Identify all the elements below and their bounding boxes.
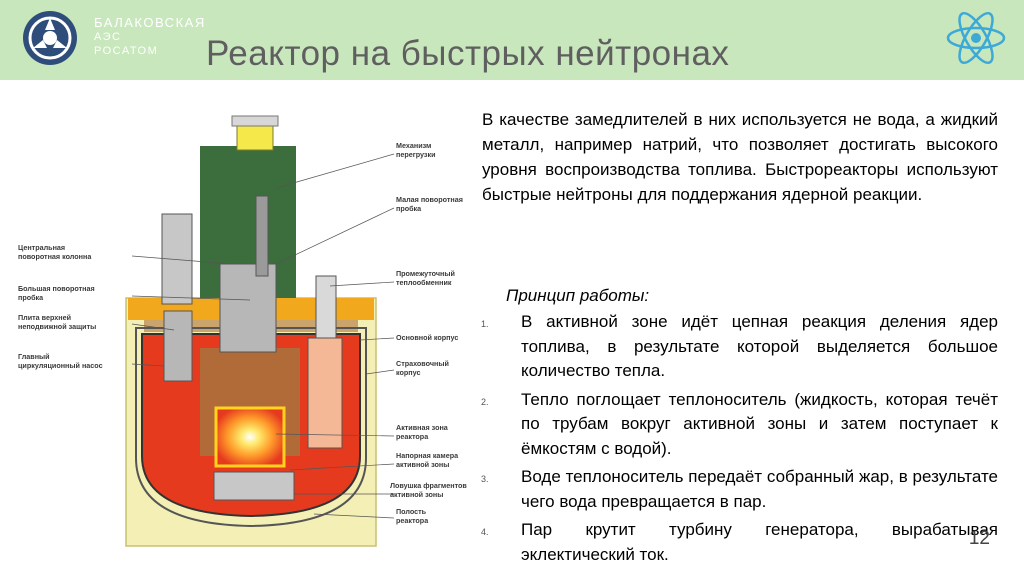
logo-line-2: АЭС	[94, 31, 122, 43]
list-text: Воде теплоноситель передаёт собранный жа…	[521, 467, 998, 511]
list-text: Тепло поглощает теплоноситель (жидкость,…	[521, 389, 998, 458]
list-number: 1.	[481, 319, 489, 329]
logo-line-3: РОСАТОМ	[94, 45, 159, 57]
list-item: 1. В активной зоне идёт цепная реакция де…	[478, 310, 998, 384]
logo-text: БАЛАКОВСКАЯ АЭС РОСАТОМ	[94, 16, 206, 58]
page-number: 12	[968, 528, 990, 549]
list-number: 3.	[481, 474, 489, 484]
steps-list: 1. В активной зоне идёт цепная реакция де…	[478, 310, 998, 571]
list-number: 2.	[481, 396, 489, 407]
central-column	[219, 263, 277, 353]
header-bar: БАЛАКОВСКАЯ АЭС РОСАТОМ Реактор на быстр…	[0, 0, 1024, 80]
list-item: 2. Тепло поглощает теплоноситель (жидкост…	[478, 388, 998, 462]
heat-exchanger	[307, 337, 343, 449]
refuel-cap	[231, 115, 279, 127]
principle-title: Принцип работы:	[506, 286, 650, 305]
list-item: 3. Воде теплоноситель передаёт собранный …	[478, 465, 998, 514]
logo-line-1: БАЛАКОВСКАЯ	[94, 15, 206, 30]
list-item: 4. Пар крутит турбину генератора, вырабат…	[478, 518, 998, 567]
atom-icon	[946, 11, 1006, 65]
reactor-core	[214, 406, 286, 468]
refuel-rod	[255, 195, 269, 277]
refuel-housing	[236, 123, 274, 151]
intro-paragraph: В качестве замедлителей в них использует…	[482, 110, 998, 204]
list-text: В активной зоне идёт цепная реакция деле…	[521, 312, 998, 380]
list-text: Пар крутит турбину генератора, вырабатыв…	[521, 520, 998, 564]
guard-vessel	[135, 327, 367, 528]
pressure-chamber	[213, 471, 295, 501]
rosatom-logo-icon	[23, 11, 77, 65]
page-title: Реактор на быстрых нейтронах	[206, 34, 730, 73]
list-number: 4.	[481, 527, 489, 537]
label-main-vessel: Основной корпус	[396, 333, 458, 342]
main-pump	[163, 310, 193, 382]
